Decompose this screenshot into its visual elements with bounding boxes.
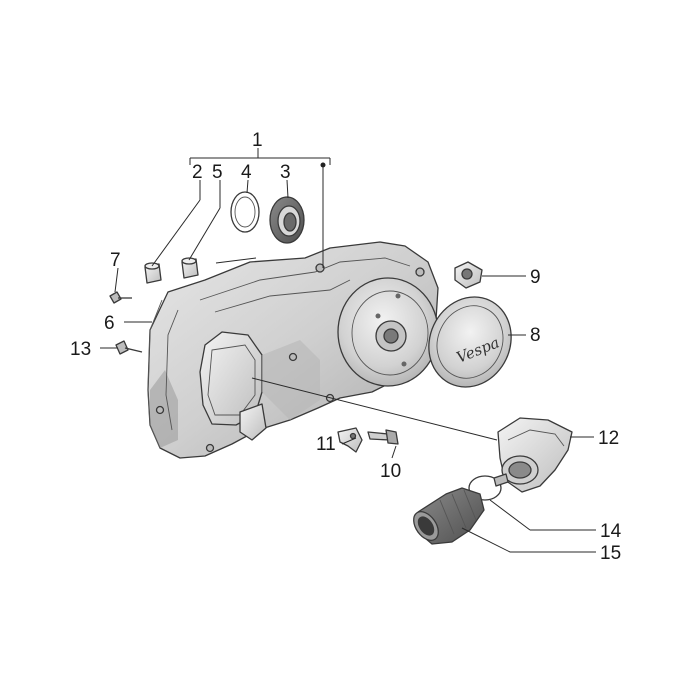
bearing-3 [269, 196, 305, 244]
callout-10: 10 [380, 461, 401, 482]
crankcase-cover [147, 241, 439, 459]
cap-nut-9 [454, 261, 483, 289]
screw-13 [115, 340, 143, 355]
callout-12: 12 [598, 428, 619, 449]
callout-9: 9 [530, 267, 541, 288]
callout-labels: 1 2 3 4 5 6 7 8 9 10 11 12 13 14 15 [70, 130, 622, 564]
callout-14: 14 [600, 521, 622, 542]
emblem-cover-8: Vespa [428, 296, 512, 388]
dowel-pin-5 [181, 257, 199, 279]
callout-5: 5 [212, 162, 223, 183]
callout-13: 13 [70, 339, 91, 360]
circlip-ring-4 [230, 191, 260, 233]
bracket-11 [337, 427, 363, 453]
callout-7: 7 [110, 250, 121, 271]
hose-clamp-14 [468, 473, 509, 501]
dowel-pin-2 [144, 262, 162, 284]
callout-4: 4 [241, 162, 252, 183]
callout-8: 8 [530, 325, 541, 346]
callout-15: 15 [600, 543, 621, 564]
callout-3: 3 [280, 162, 291, 183]
callout-2: 2 [192, 162, 203, 183]
callout-11: 11 [316, 434, 336, 455]
rubber-boot-15 [413, 487, 485, 545]
screw-7 [109, 291, 132, 304]
bolt-10 [367, 429, 399, 445]
leader-lines [100, 148, 596, 553]
air-duct-12 [497, 417, 573, 493]
callout-1: 1 [252, 130, 263, 151]
callout-6: 6 [104, 313, 115, 334]
